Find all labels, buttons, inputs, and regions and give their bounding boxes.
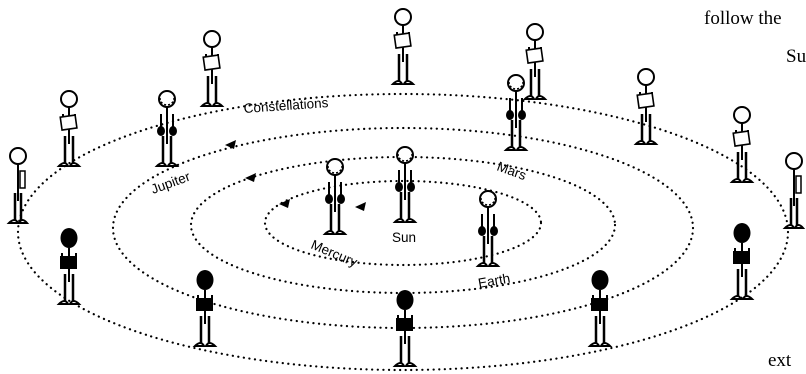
- constellation-figure: [523, 22, 547, 101]
- sun-figure: [393, 145, 417, 224]
- label-sun: Sun: [392, 230, 416, 245]
- constellation-figure: [391, 7, 415, 86]
- constellation-figure: [730, 221, 754, 301]
- constellation-figure: [588, 268, 612, 348]
- cut-text-line-3: ext: [768, 350, 792, 371]
- constellation-figure: [634, 67, 658, 146]
- mercury-figure: [323, 157, 347, 236]
- label-constellations: Constellations: [243, 95, 329, 116]
- label-earth: Earth: [477, 271, 511, 291]
- orbit-arrow: [355, 202, 366, 211]
- constellation-figure: [57, 226, 81, 306]
- constellation-figure: [200, 29, 224, 108]
- orbit-mercury: [263, 179, 543, 267]
- constellation-figure: [193, 268, 217, 348]
- orbit-arrow: [225, 140, 236, 149]
- constellation-figure: [393, 288, 417, 368]
- cut-text-line-1: follow the: [704, 8, 782, 29]
- label-mars: Mars: [495, 159, 529, 183]
- constellation-figure: [730, 105, 754, 184]
- constellation-figure: [783, 151, 805, 230]
- jupiter-figure: [155, 89, 179, 168]
- constellation-figure: [7, 146, 29, 225]
- label-mercury: Mercury: [309, 237, 360, 270]
- earth-figure: [476, 189, 500, 268]
- orbit-constellations: [16, 92, 790, 372]
- orbit-arrow: [279, 199, 290, 208]
- orbit-arrow: [245, 173, 256, 182]
- cut-text-line-2: Su: [786, 46, 806, 67]
- mars-figure: [504, 73, 528, 152]
- label-jupiter: Jupiter: [149, 169, 193, 197]
- constellation-figure: [57, 89, 81, 168]
